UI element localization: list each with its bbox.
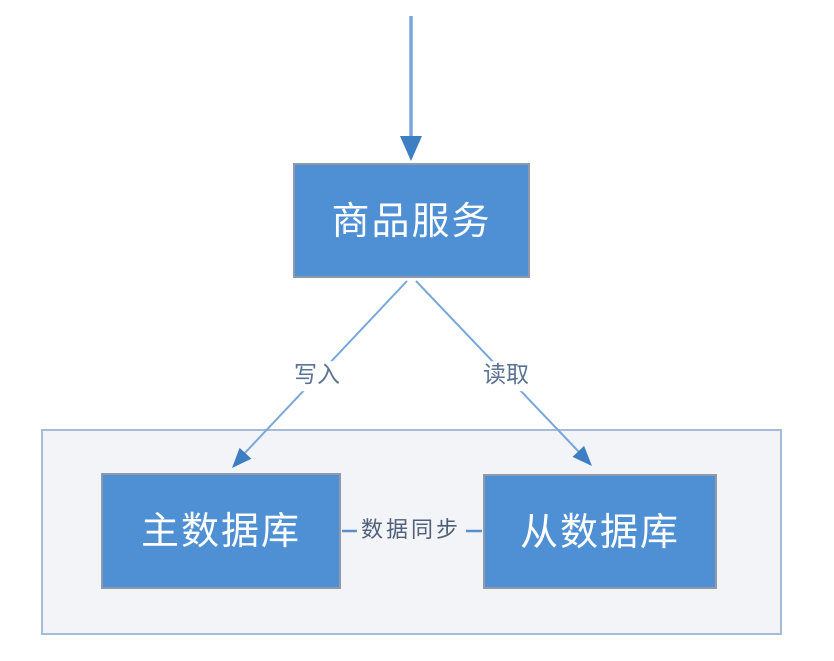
- read-arrowhead-icon: [572, 445, 592, 466]
- node-master-database: 主数据库: [101, 473, 341, 589]
- edge-label-write: 写入: [290, 361, 344, 391]
- node-slave-database-label: 从数据库: [519, 509, 680, 554]
- node-slave-database: 从数据库: [483, 474, 717, 589]
- write-arrowhead-icon: [232, 447, 252, 468]
- node-product-service-label: 商品服务: [331, 198, 492, 243]
- node-product-service: 商品服务: [293, 163, 530, 278]
- edge-label-data-sync: 数据同步: [360, 517, 462, 543]
- node-master-database-label: 主数据库: [140, 509, 301, 553]
- edge-label-read: 读取: [479, 361, 533, 391]
- incoming-request-arrowhead-icon: [400, 136, 422, 161]
